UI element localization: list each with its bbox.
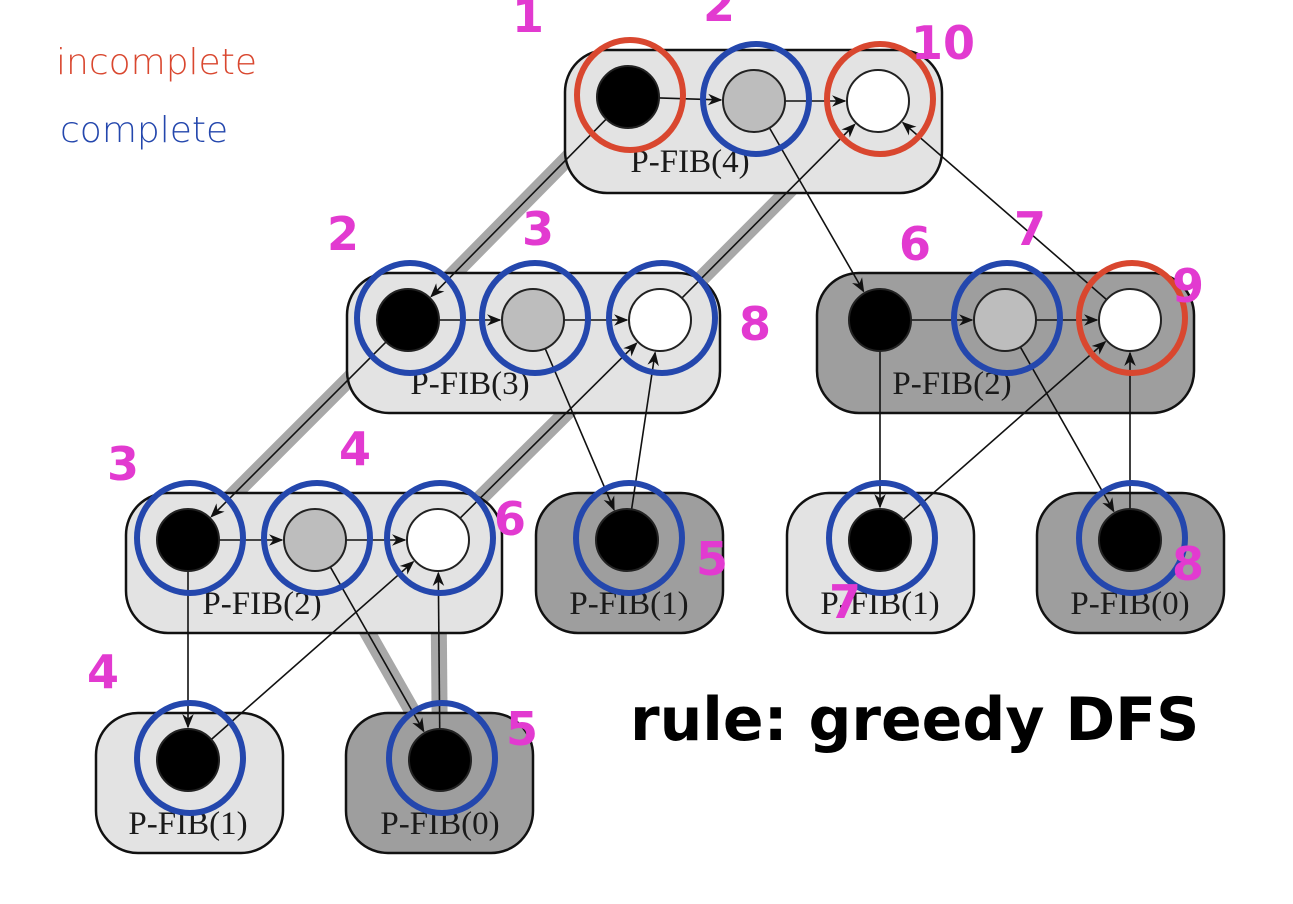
annotation-circle-complete bbox=[1076, 480, 1188, 596]
annotation-circle-complete bbox=[354, 260, 466, 376]
strand-node-black bbox=[595, 508, 659, 572]
strand-node-black bbox=[408, 728, 472, 792]
edge-return bbox=[210, 560, 415, 741]
step-number: 10 bbox=[911, 16, 975, 70]
step-number: 3 bbox=[522, 202, 554, 256]
annotation-circle-complete bbox=[261, 480, 373, 596]
annotation-circle-complete bbox=[826, 480, 938, 596]
step-number: 8 bbox=[739, 297, 771, 351]
step-number: 8 bbox=[1172, 537, 1204, 591]
strand-node-black bbox=[596, 65, 660, 129]
step-number: 1 bbox=[512, 0, 544, 43]
strand-node-black bbox=[156, 508, 220, 572]
step-number: 6 bbox=[899, 217, 931, 271]
annotation-circle-complete bbox=[134, 480, 246, 596]
edge-call bbox=[329, 566, 425, 733]
annotation-circle-incomplete bbox=[824, 41, 936, 157]
annotation-circle-incomplete bbox=[574, 37, 686, 153]
annotations-layer: 1 2 10 2 3 8 6 7 9 3 4 6 5 7 8 4 5 bbox=[87, 0, 1204, 816]
annotation-circle-complete bbox=[700, 41, 812, 157]
step-number: 4 bbox=[87, 645, 119, 699]
strand-node-gray bbox=[283, 508, 347, 572]
step-number: 3 bbox=[107, 437, 139, 491]
strand-node-gray bbox=[722, 69, 786, 133]
step-number: 5 bbox=[506, 702, 538, 756]
annotation-circle-complete bbox=[606, 260, 718, 376]
procedure-boxes-layer: P-FIB(4)P-FIB(3)P-FIB(2)P-FIB(2)P-FIB(1)… bbox=[94, 48, 1226, 855]
critical-path-layer bbox=[182, 91, 884, 764]
step-number: 9 bbox=[1172, 259, 1204, 313]
strand-node-black bbox=[376, 288, 440, 352]
strand-node-white bbox=[628, 288, 692, 352]
edge-return bbox=[459, 342, 638, 519]
edge-call bbox=[544, 348, 615, 511]
step-number: 2 bbox=[703, 0, 735, 32]
legend-complete: complete bbox=[60, 110, 228, 151]
edge-call bbox=[768, 127, 865, 293]
step-number: 7 bbox=[1014, 202, 1046, 256]
annotation-circle-complete bbox=[134, 700, 246, 816]
edge-spawn bbox=[430, 118, 607, 298]
edge-continue bbox=[658, 93, 723, 106]
strand-node-white bbox=[846, 69, 910, 133]
step-number: 5 bbox=[696, 532, 728, 586]
annotation-circle-complete bbox=[951, 260, 1063, 376]
annotation-circle-complete bbox=[384, 480, 496, 596]
strand-node-black bbox=[848, 508, 912, 572]
edge-call bbox=[1019, 346, 1115, 513]
edge-return bbox=[902, 340, 1107, 521]
step-number: 7 bbox=[829, 575, 861, 629]
annotation-circle-incomplete bbox=[1076, 260, 1188, 376]
strand-node-gray bbox=[501, 288, 565, 352]
strand-node-black bbox=[1098, 508, 1162, 572]
strand-node-gray bbox=[973, 288, 1037, 352]
annotation-circle-complete bbox=[573, 480, 685, 596]
annotation-circle-complete bbox=[386, 700, 498, 816]
step-number: 2 bbox=[327, 207, 359, 261]
step-number: 6 bbox=[494, 492, 526, 546]
legend-incomplete: incomplete bbox=[56, 42, 257, 83]
step-number: 4 bbox=[339, 422, 371, 476]
strand-node-white bbox=[406, 508, 470, 572]
edge-return bbox=[681, 123, 856, 299]
strand-node-black bbox=[848, 288, 912, 352]
rule-text: rule: greedy DFS bbox=[630, 685, 1199, 755]
edge-spawn bbox=[210, 341, 387, 518]
annotation-circle-complete bbox=[479, 260, 591, 376]
edge-return bbox=[901, 121, 1108, 301]
strand-nodes-layer bbox=[156, 65, 1162, 792]
strand-node-black bbox=[156, 728, 220, 792]
strand-node-white bbox=[1098, 288, 1162, 352]
